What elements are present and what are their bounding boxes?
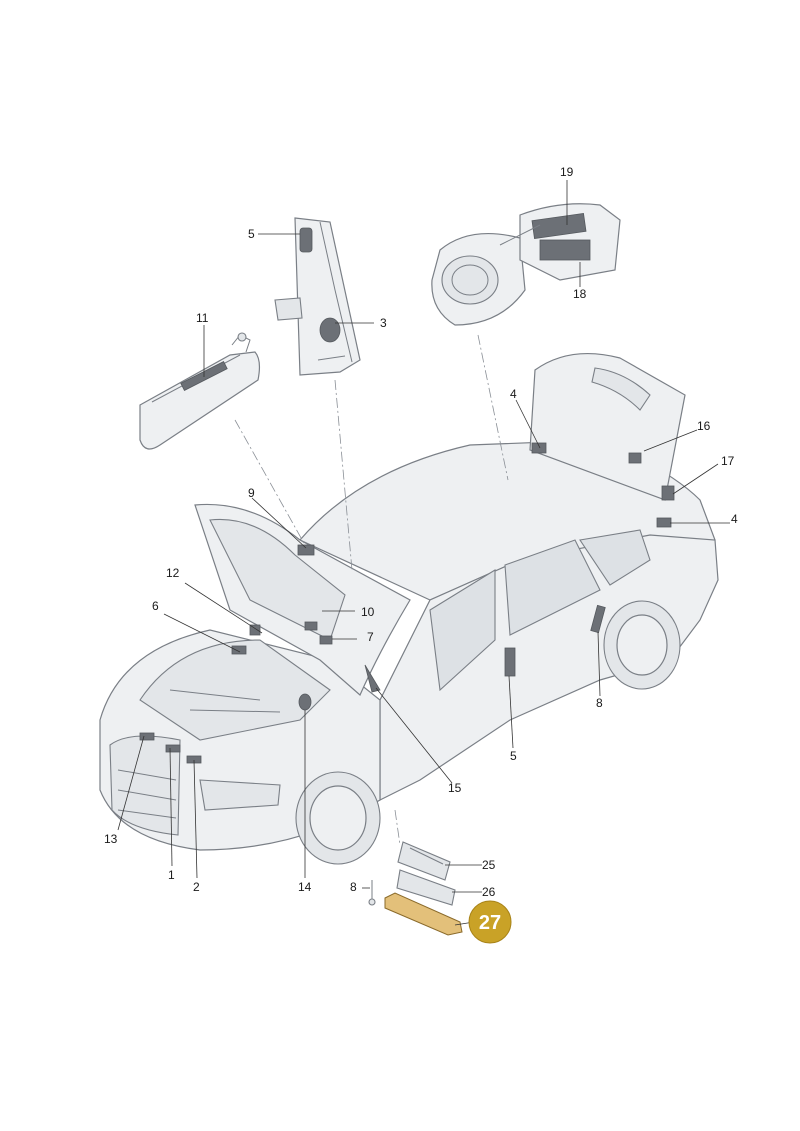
callout-5-top: 5 bbox=[248, 227, 255, 241]
callout-4-rear: 4 bbox=[731, 512, 738, 526]
highlighted-part-27 bbox=[384, 892, 463, 936]
b-pillar-detail bbox=[274, 217, 361, 376]
callout-16: 16 bbox=[697, 419, 711, 433]
callout-7: 7 bbox=[367, 630, 374, 644]
callout-18: 18 bbox=[573, 287, 587, 301]
callout-14: 14 bbox=[298, 880, 312, 894]
callout-25: 25 bbox=[482, 858, 496, 872]
callout-19: 19 bbox=[560, 165, 574, 179]
callout-5-door: 5 bbox=[510, 749, 517, 763]
projection-lines bbox=[234, 334, 509, 846]
car-body bbox=[99, 353, 719, 865]
callout-3: 3 bbox=[380, 316, 387, 330]
callout-12: 12 bbox=[166, 566, 180, 580]
callout-6: 6 bbox=[152, 599, 159, 613]
callout-4-roof: 4 bbox=[510, 387, 517, 401]
callout-27: 27 bbox=[479, 912, 501, 934]
callout-26: 26 bbox=[482, 885, 496, 899]
callout-9: 9 bbox=[248, 486, 255, 500]
callout-labels: 5 3 19 18 11 4 16 17 4 9 12 6 10 7 8 5 1… bbox=[104, 165, 738, 899]
callout-17: 17 bbox=[721, 454, 735, 468]
callout-13: 13 bbox=[104, 832, 118, 846]
callout-2: 2 bbox=[193, 880, 200, 894]
callout-8-side: 8 bbox=[596, 696, 603, 710]
callout-15: 15 bbox=[448, 781, 462, 795]
callout-8-bolt: 8 bbox=[350, 880, 357, 894]
small-parts bbox=[368, 841, 463, 936]
callout-11: 11 bbox=[196, 311, 209, 325]
callout-27-circle bbox=[468, 900, 512, 944]
callout-27-badge: 27 bbox=[468, 900, 512, 944]
callout-1: 1 bbox=[168, 868, 175, 882]
callout-10: 10 bbox=[361, 605, 375, 619]
leader-lines bbox=[117, 180, 730, 926]
fuel-flap-detail bbox=[431, 203, 621, 326]
